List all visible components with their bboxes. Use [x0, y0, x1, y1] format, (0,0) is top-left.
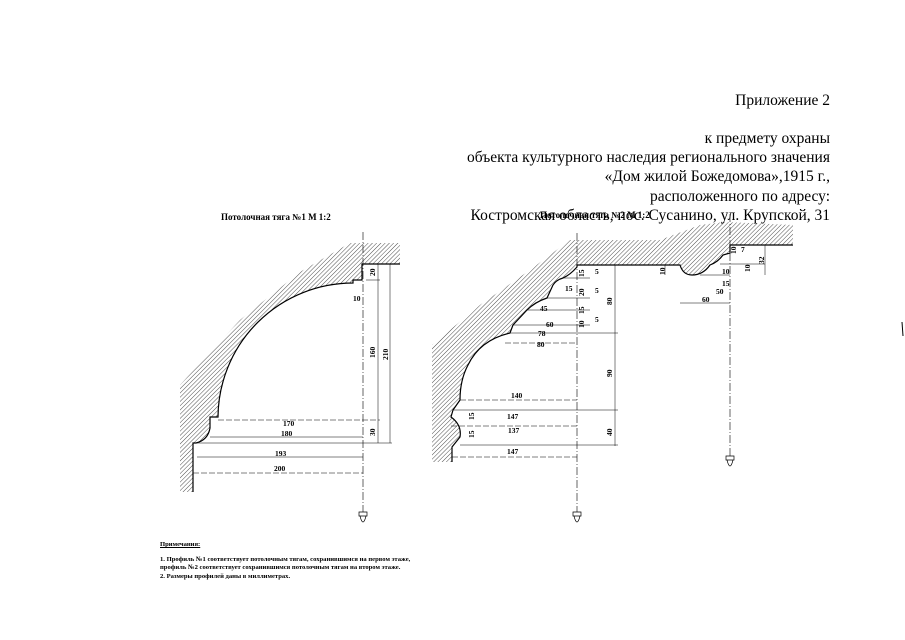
dim-label: 5: [595, 286, 599, 295]
dim-label: 210: [381, 349, 390, 361]
dim-label: 10: [722, 267, 730, 276]
dim-label: 45: [540, 304, 548, 313]
dim-label: 60: [702, 295, 710, 304]
plug-symbol: [572, 511, 582, 523]
dim-label: 7: [741, 245, 745, 254]
profile-outline: [192, 263, 400, 492]
dim-label: 147: [507, 447, 519, 456]
header-line: «Дом жилой Божедомова»,1915 г.,: [604, 168, 830, 185]
dim-label: 20: [577, 288, 586, 296]
dim-label: 15: [467, 412, 476, 420]
edge-mark: [901, 321, 904, 337]
note-item: 1. Профиль №1 соответствует потолочным т…: [160, 555, 411, 572]
note-item: 2. Размеры профилей даны в миллиметрах.: [160, 572, 291, 580]
dim-label: 193: [275, 449, 287, 458]
dim-label: 160: [368, 347, 377, 359]
header-line: расположенного по адресу:: [650, 188, 830, 205]
dim-label: 50: [716, 287, 724, 296]
profile1-title: Потолочная тяга №1 М 1:2: [221, 212, 331, 222]
dim-label: 15: [467, 430, 476, 438]
dim-label: 15: [722, 279, 730, 288]
plug-symbol: [358, 511, 368, 523]
dim-label: 30: [368, 428, 377, 436]
dim-label: 15: [577, 269, 586, 277]
dim-label: 170: [283, 419, 295, 428]
notes: Примечания: 1. Профиль №1 соответствует …: [160, 541, 430, 581]
dim-label: 60: [546, 320, 554, 329]
profile2-title: Потолочная тяга №2 М 1:2: [540, 210, 650, 220]
dim-label: 137: [508, 426, 520, 435]
dim-label: 90: [605, 369, 614, 377]
appendix-number: Приложение 2: [735, 92, 830, 109]
hatch-area: [180, 243, 400, 492]
dim-label: 10: [353, 294, 361, 303]
dim-label: 40: [605, 428, 614, 436]
dim-label: 32: [757, 256, 766, 264]
header-line: объекта культурного наследия регионально…: [466, 149, 830, 166]
dim-label: 147: [507, 412, 519, 421]
header-line: Костромская область, пос. Сусанино, ул. …: [470, 207, 830, 224]
dim-label: 80: [537, 340, 545, 349]
dim-label: 10: [729, 246, 738, 254]
dim-label: 180: [281, 429, 293, 438]
dim-label: 10: [743, 264, 752, 272]
dim-label: 5: [595, 267, 599, 276]
dim-label: 15: [565, 284, 573, 293]
dim-label: 80: [605, 297, 614, 305]
dim-label: 10: [577, 320, 586, 328]
profile1-drawing: 20 10 160 210 170 180 30 193 200: [180, 232, 400, 523]
notes-title: Примечания:: [160, 541, 201, 548]
dim-label: 140: [511, 391, 523, 400]
profile-outline: [450, 244, 793, 462]
dim-label: 5: [595, 315, 599, 324]
profile2-drawing: 15 5 15 20 5 80 45 15 60 10 5 78 80 90 1…: [432, 214, 793, 523]
dim-label: 10: [658, 267, 667, 275]
hatch-area: [432, 222, 793, 462]
dim-label: 78: [538, 329, 546, 338]
header-line: к предмету охраны: [704, 130, 830, 147]
plug-symbol: [725, 455, 735, 467]
dim-label: 200: [274, 464, 286, 473]
dim-label: 20: [368, 268, 377, 276]
dim-label: 15: [577, 306, 586, 314]
